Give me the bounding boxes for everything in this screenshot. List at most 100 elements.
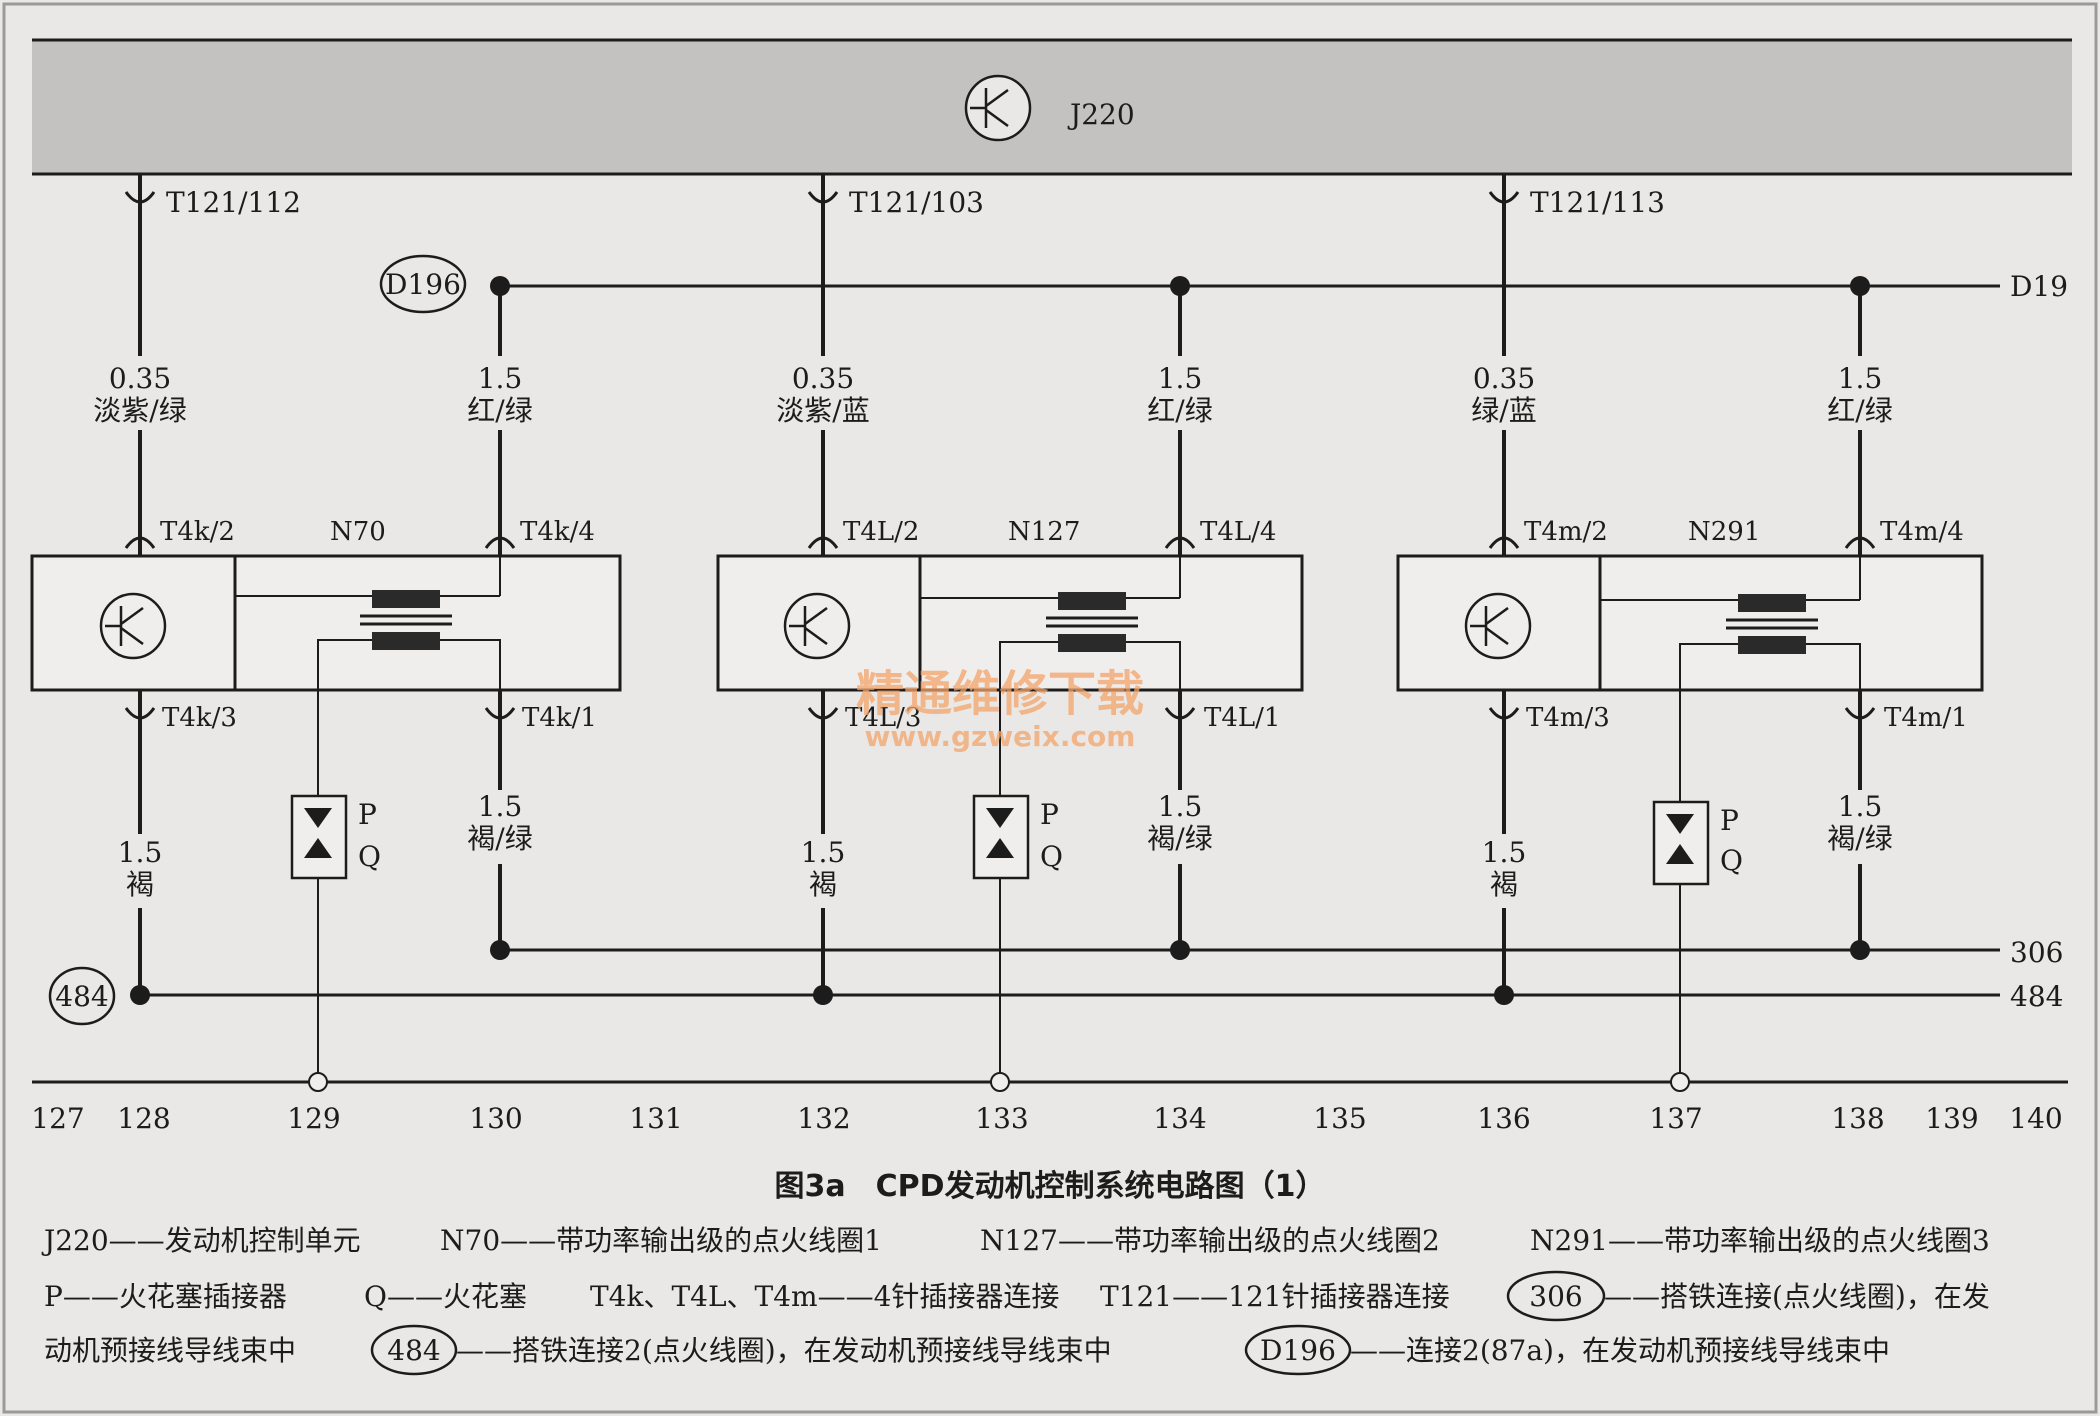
scale-number: 130 [469,1102,522,1135]
supply-junctions [490,276,1870,296]
wire-color: 褐/绿 [1827,822,1892,855]
control-unit-body [32,40,2072,174]
connection-d19-label: D19 [2010,270,2068,303]
upper-wire-labels: 0.35 淡紫/绿 1.5 红/绿 0.35 淡紫/蓝 1.5 红/绿 0.35… [70,356,1910,430]
wire-color: 淡紫/绿 [93,394,186,427]
pin-label: T4m/1 [1884,703,1968,733]
control-unit-j220: J220 [32,38,2072,176]
wire-color: 褐/绿 [467,822,532,855]
pin-label: T4k/2 [160,517,235,547]
legend-484-text: ——搭铁连接2(点火线圈)，在发动机预接线导线束中 [456,1334,1112,1367]
wire-size: 1.5 [118,836,163,869]
wire-color: 褐/绿 [1147,822,1212,855]
pin-label: T4L/3 [845,703,921,733]
legend-line-1: J220——发动机控制单元 N70——带功率输出级的点火线圈1 N127——带功… [41,1224,1990,1257]
legend-line-2: P——火花塞插接器 Q——火花塞 T4k、T4L、T4m——4针插接器连接 T1… [44,1280,1450,1313]
badge-306 [1506,1270,1606,1322]
scale-number: 139 [1925,1102,1978,1135]
scale-number: 134 [1153,1102,1206,1135]
scale-number: 129 [287,1102,340,1135]
pin-label: T4m/2 [1524,517,1608,547]
transistor-icon [783,592,851,660]
transformer-icon [1600,556,1861,760]
pin-label: T4k/3 [162,703,237,733]
wire-color: 红/绿 [1827,394,1892,427]
badge-d196-label: D196 [1260,1334,1336,1367]
ground-484-label: 484 [2010,980,2063,1013]
badge-306-label: 306 [1529,1280,1582,1313]
ground-bus-306: 306 [490,936,2063,969]
transformer-icon [235,556,501,760]
spark-plug-3: P Q [1652,760,1743,1082]
control-unit-label: J220 [1067,98,1135,131]
wire-color: 红/绿 [467,394,532,427]
pin-label: T4L/2 [843,517,919,547]
scale-number: 137 [1649,1102,1702,1135]
ground-306-label: 306 [2010,936,2063,969]
pin-label: T4m/3 [1526,703,1610,733]
transistor-icon [1464,592,1532,660]
plug-label-p: P [1720,804,1739,837]
wire-size: 1.5 [1158,362,1203,395]
scale-number: 131 [629,1102,682,1135]
scale-number: 135 [1313,1102,1366,1135]
coil-name-n70: N70 [330,517,386,547]
plug-label-q: Q [1040,840,1063,873]
scale-number: 127 [31,1102,84,1135]
wire-size: 0.35 [792,362,854,395]
plug-label-p: P [358,798,377,831]
coil-name-n291: N291 [1688,517,1760,547]
wire-size: 1.5 [1482,836,1527,869]
scale-number: 140 [2009,1102,2062,1135]
badge-d196 [1244,1324,1352,1376]
connection-d196-badge [379,254,467,314]
scale-number: 133 [975,1102,1028,1135]
watermark: 精通维修下载 www.gzweix.com [856,666,1144,753]
spark-plug-1: P Q [290,760,381,1082]
badge-484 [370,1324,458,1376]
pin-label-t121-112: T121/112 [166,186,301,219]
watermark-title: 精通维修下载 [856,666,1144,722]
figure-caption: 图3a CPD发动机控制系统电路图（1） [775,1169,1326,1204]
wire-color: 褐 [126,868,154,901]
coil-n291 [1396,554,1984,760]
lower-wire-labels: 1.5 褐 1.5 褐/绿 1.5 褐 1.5 褐/绿 1.5 褐 1.5 褐/… [110,790,1910,908]
pin-label-t121-113: T121/113 [1530,186,1665,219]
wire-color: 淡紫/蓝 [776,394,869,427]
pin-label-t121-103: T121/103 [849,186,984,219]
wire-size: 1.5 [1838,362,1883,395]
pin-label: T4L/4 [1200,517,1276,547]
legend-306-text: ——搭铁连接(点火线圈)，在发 [1604,1280,1990,1313]
wire-color: 绿/蓝 [1471,394,1536,427]
coil-name-n127: N127 [1008,517,1080,547]
pin-label: T4m/4 [1880,517,1964,547]
ground-bus-484: 484 484 [48,966,2063,1026]
wire-size: 0.35 [109,362,171,395]
scale-number: 136 [1477,1102,1530,1135]
plug-label-p: P [1040,798,1059,831]
pin-label: T4k/1 [522,703,597,733]
top-pin-symbols [124,191,1520,204]
wire-size: 1.5 [478,790,523,823]
coil-bottom-pin-symbols [124,707,1876,720]
supply-bus-d196: D196 D19 [379,254,2068,314]
scale-number: 128 [117,1102,170,1135]
scale-ruler: 127 128 129 130 131 132 133 134 135 136 … [31,1072,2068,1135]
plug-label-q: Q [1720,844,1743,877]
legend: J220——发动机控制单元 N70——带功率输出级的点火线圈1 N127——带功… [41,1224,1990,1376]
wire-color: 褐 [809,868,837,901]
connection-d196-label: D196 [385,268,461,301]
ground-484-badge [48,966,116,1026]
pin-label: T4L/1 [1204,703,1280,733]
ground-484-badge-label: 484 [55,980,108,1013]
coil-n127 [716,554,1304,760]
plug-label-q: Q [358,840,381,873]
wire-size: 1.5 [478,362,523,395]
wire-size: 1.5 [1158,790,1203,823]
scale-number: 132 [797,1102,850,1135]
pin-label: T4k/4 [520,517,595,547]
wire-color: 红/绿 [1147,394,1212,427]
badge-484-label: 484 [387,1334,440,1367]
